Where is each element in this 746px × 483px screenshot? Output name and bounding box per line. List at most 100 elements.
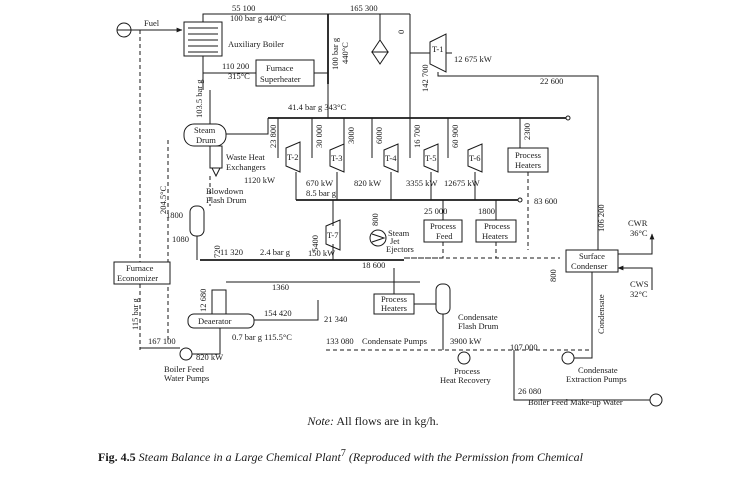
hp-header-pressure: 100 bar g bbox=[330, 37, 340, 70]
flow-1800b: 1800 bbox=[478, 206, 495, 216]
caption-title: Steam Balance in a Large Chemical Plant bbox=[135, 450, 341, 464]
power-820b: 820 kW bbox=[196, 352, 223, 362]
surface-condenser-2: Condenser bbox=[571, 261, 608, 271]
t5-label: T-5 bbox=[425, 153, 437, 163]
heat-recovery-icon bbox=[457, 351, 471, 365]
flow-800b: 800 bbox=[548, 269, 558, 282]
cond-extr-2: Extraction Pumps bbox=[566, 374, 627, 384]
turbine-t2: T-2 bbox=[285, 141, 301, 173]
boiler-out-flow: 55 100 bbox=[232, 3, 255, 13]
cond-flash-1: Condensate bbox=[458, 312, 498, 322]
steam-drum-label-2: Drum bbox=[196, 135, 216, 145]
flow-16700: 16 700 bbox=[412, 125, 422, 148]
blowdown-label-2: Flash Drum bbox=[206, 195, 247, 205]
flow-1800: 1800 bbox=[166, 210, 183, 220]
boiler-out-conditions: 100 bar g 440°C bbox=[230, 13, 286, 23]
drum-pressure: 103.5 bar g bbox=[194, 79, 204, 118]
steam-jet-label-1: Steam bbox=[388, 228, 410, 238]
flow-133080: 133 080 bbox=[326, 336, 354, 346]
process-feed: Process Feed bbox=[423, 219, 463, 243]
auxiliary-boiler: Auxiliary Boiler bbox=[183, 21, 284, 57]
cws-label: CWS bbox=[630, 279, 649, 289]
bfw-label-1: Boiler Feed bbox=[164, 364, 205, 374]
caption-superscript: 7 bbox=[340, 448, 346, 459]
deaerator-label: Deaerator bbox=[198, 316, 232, 326]
turbine-t1: T-1 bbox=[429, 33, 447, 73]
t4-label: T-4 bbox=[385, 153, 397, 163]
flow-720: 720 bbox=[212, 245, 222, 258]
process-heaters-mid: Process Heaters bbox=[475, 219, 517, 243]
furnace-econ-2: Economizer bbox=[117, 273, 158, 283]
fuel-label: Fuel bbox=[144, 18, 160, 28]
economizer-temp: 204.5°C bbox=[158, 185, 168, 214]
makeup-pump-icon bbox=[649, 393, 663, 407]
flow-154420: 154 420 bbox=[264, 308, 292, 318]
flow-3000: 3000 bbox=[346, 127, 356, 144]
power-820: 820 kW bbox=[354, 178, 381, 188]
turbine-t3: T-3 bbox=[329, 143, 345, 173]
aux-boiler-label: Auxiliary Boiler bbox=[228, 39, 284, 49]
furnace-econ-1: Furnace bbox=[126, 263, 154, 273]
proc-heaters-low-2: Heaters bbox=[381, 303, 407, 313]
flow-26080: 26 080 bbox=[518, 386, 541, 396]
proc-heaters-top-1: Process bbox=[515, 150, 541, 160]
flow-167100: 167 100 bbox=[148, 336, 176, 346]
flow-25000: 25 000 bbox=[424, 206, 447, 216]
proc-feed-2: Feed bbox=[436, 231, 453, 241]
turbine-t4: T-4 bbox=[383, 143, 399, 173]
flow-1080: 1080 bbox=[172, 234, 189, 244]
t1-power: 12 675 kW bbox=[454, 54, 492, 64]
power-3355: 3355 kW bbox=[406, 178, 437, 188]
deaerator-conditions: 0.7 bar g 115.5°C bbox=[232, 332, 292, 342]
power-670: 670 kW bbox=[306, 178, 333, 188]
flow-800a: 800 bbox=[370, 213, 380, 226]
power-3900: 3900 kW bbox=[450, 336, 481, 346]
t1-label: T-1 bbox=[432, 44, 444, 54]
top-flow: 165 300 bbox=[350, 3, 378, 13]
process-heaters-low: Process Heaters bbox=[373, 293, 415, 315]
condensate-flash-drum: Condensate Flash Drum bbox=[435, 283, 499, 331]
fuel-inlet: Fuel bbox=[116, 18, 183, 38]
lp-2-4-bar: 2.4 bar g bbox=[260, 247, 291, 257]
cond-pumps-label: Condensate Pumps bbox=[362, 336, 427, 346]
flow-107000: 107 000 bbox=[510, 342, 538, 352]
caption-number: Fig. 4.5 bbox=[98, 450, 136, 464]
steam-drum-label-1: Steam bbox=[194, 125, 216, 135]
t1-exhaust-flow: 22 600 bbox=[540, 76, 563, 86]
flow-23800: 23 800 bbox=[268, 125, 278, 148]
turbine-t6: T-6 bbox=[467, 143, 483, 173]
diagram-note: Note: All flows are in kg/h. bbox=[0, 414, 746, 429]
steam-balance-diagram: Fuel Auxiliary Boiler 55 100 100 bar g 4… bbox=[113, 3, 663, 407]
proc-heaters-mid-2: Heaters bbox=[482, 231, 508, 241]
cwr-label: CWR bbox=[628, 218, 648, 228]
steam-jet-ejectors: Steam Jet Ejectors bbox=[369, 228, 414, 254]
deaerator: Deaerator bbox=[187, 289, 255, 329]
proc-heat-rec-1: Process bbox=[454, 366, 480, 376]
furnace-economizer: Furnace Economizer bbox=[113, 261, 171, 285]
cond-flash-2: Flash Drum bbox=[458, 321, 499, 331]
makeup-water-label: Boiler Feed Make-up Water bbox=[528, 397, 623, 407]
turbine-t5: T-5 bbox=[423, 143, 439, 173]
flow-106200: 106 200 bbox=[596, 204, 606, 232]
turbine-t7: T-7 bbox=[325, 219, 341, 251]
boiler-feed-pump: 820 kW Boiler Feed Water Pumps bbox=[164, 347, 223, 383]
note-text: All flows are in kg/h. bbox=[334, 414, 439, 428]
cond-extr-1: Condensate bbox=[578, 365, 618, 375]
bfw-pump-icon bbox=[179, 347, 193, 361]
note-prefix: Note: bbox=[307, 414, 334, 428]
flow-21340: 21 340 bbox=[324, 314, 347, 324]
power-150: 150 kW bbox=[308, 248, 335, 258]
flow-83600: 83 600 bbox=[534, 196, 557, 206]
process-heaters-top: Process Heaters bbox=[507, 147, 549, 173]
flow-2300: 2300 bbox=[522, 123, 532, 140]
t1-inlet-flow: 142 700 bbox=[420, 64, 430, 92]
bfw-label-2: Water Pumps bbox=[164, 373, 209, 383]
flow-5400: 5400 bbox=[310, 235, 320, 252]
waste-heat-exchangers: Waste Heat Exchangers bbox=[209, 145, 266, 178]
flow-6000: 6000 bbox=[374, 127, 384, 144]
condensate-vertical: Condensate bbox=[596, 294, 606, 334]
bar-115: 115 bar g bbox=[130, 297, 140, 330]
mp-header-conditions: 41.4 bar g 343°C bbox=[288, 102, 347, 112]
power-12675: 12675 kW bbox=[444, 178, 480, 188]
proc-heat-rec-2: Heat Recovery bbox=[440, 375, 491, 385]
